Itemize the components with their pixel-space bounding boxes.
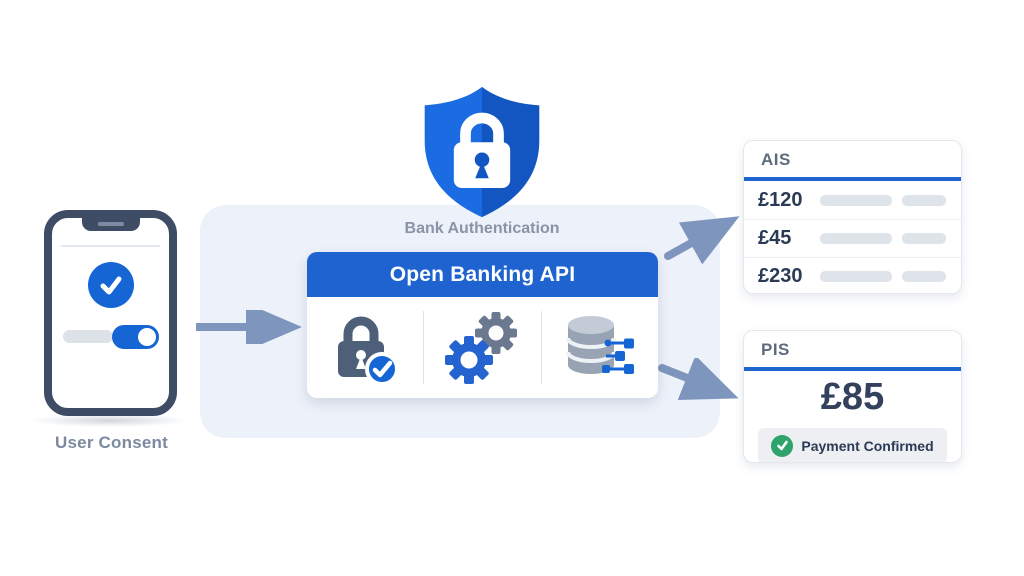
api-card-body: [307, 297, 658, 398]
ais-account-row: £230: [744, 257, 961, 293]
open-banking-api-card: Open Banking API: [307, 252, 658, 398]
ais-amount: £45: [758, 227, 792, 249]
phone-shadow: [30, 414, 190, 427]
ais-placeholder-bar: [902, 271, 946, 282]
pis-card-rule: [744, 367, 961, 371]
consent-placeholder-bar: [63, 330, 113, 343]
phone-speaker: [97, 222, 124, 226]
phone-screen-divider: [61, 245, 160, 247]
ais-card-title: AIS: [761, 150, 791, 169]
payment-confirmed-badge: Payment Confirmed: [758, 427, 947, 462]
toggle-knob: [138, 328, 156, 346]
arrow-api-to-pis: [658, 358, 739, 401]
secure-lock-check-icon: [307, 297, 423, 398]
ais-account-row: £120: [744, 181, 961, 219]
processing-gears-icon: [424, 297, 540, 398]
payment-confirmed-label: Payment Confirmed: [801, 437, 934, 454]
ais-placeholder-bar: [820, 233, 892, 244]
ais-placeholder-bar: [902, 194, 946, 206]
pis-card-title: PIS: [761, 340, 790, 359]
ais-placeholder-bar: [902, 233, 946, 244]
database-dataflow-icon: [542, 297, 658, 398]
consent-toggle-on: [112, 325, 159, 349]
ais-account-row: £45: [744, 219, 961, 257]
ais-amount: £230: [758, 265, 803, 287]
ais-placeholder-bar: [820, 271, 892, 282]
pis-card: PIS £85 Payment Confirmed: [743, 330, 962, 463]
consent-check-icon: [87, 262, 134, 308]
arrow-api-to-ais: [664, 216, 740, 264]
consent-phone-mockup: [44, 210, 177, 416]
ais-placeholder-bar: [820, 194, 892, 206]
bank-auth-label: Bank Authentication: [404, 220, 560, 237]
api-cell-divider: [423, 311, 425, 384]
api-cell-divider: [540, 311, 542, 384]
phone-notch: [81, 217, 140, 231]
api-card-title: Open Banking API: [307, 252, 658, 297]
consent-label: User Consent: [55, 433, 168, 452]
ais-card-rule: [744, 177, 961, 181]
ais-card: AIS £120 £45 £230: [743, 140, 962, 294]
bank-auth-shield-lock-icon: [424, 86, 540, 218]
pis-amount: £85: [820, 376, 885, 418]
arrow-consent-to-api: [196, 310, 302, 344]
success-check-icon: [771, 434, 794, 457]
ais-amount: £120: [758, 188, 803, 211]
